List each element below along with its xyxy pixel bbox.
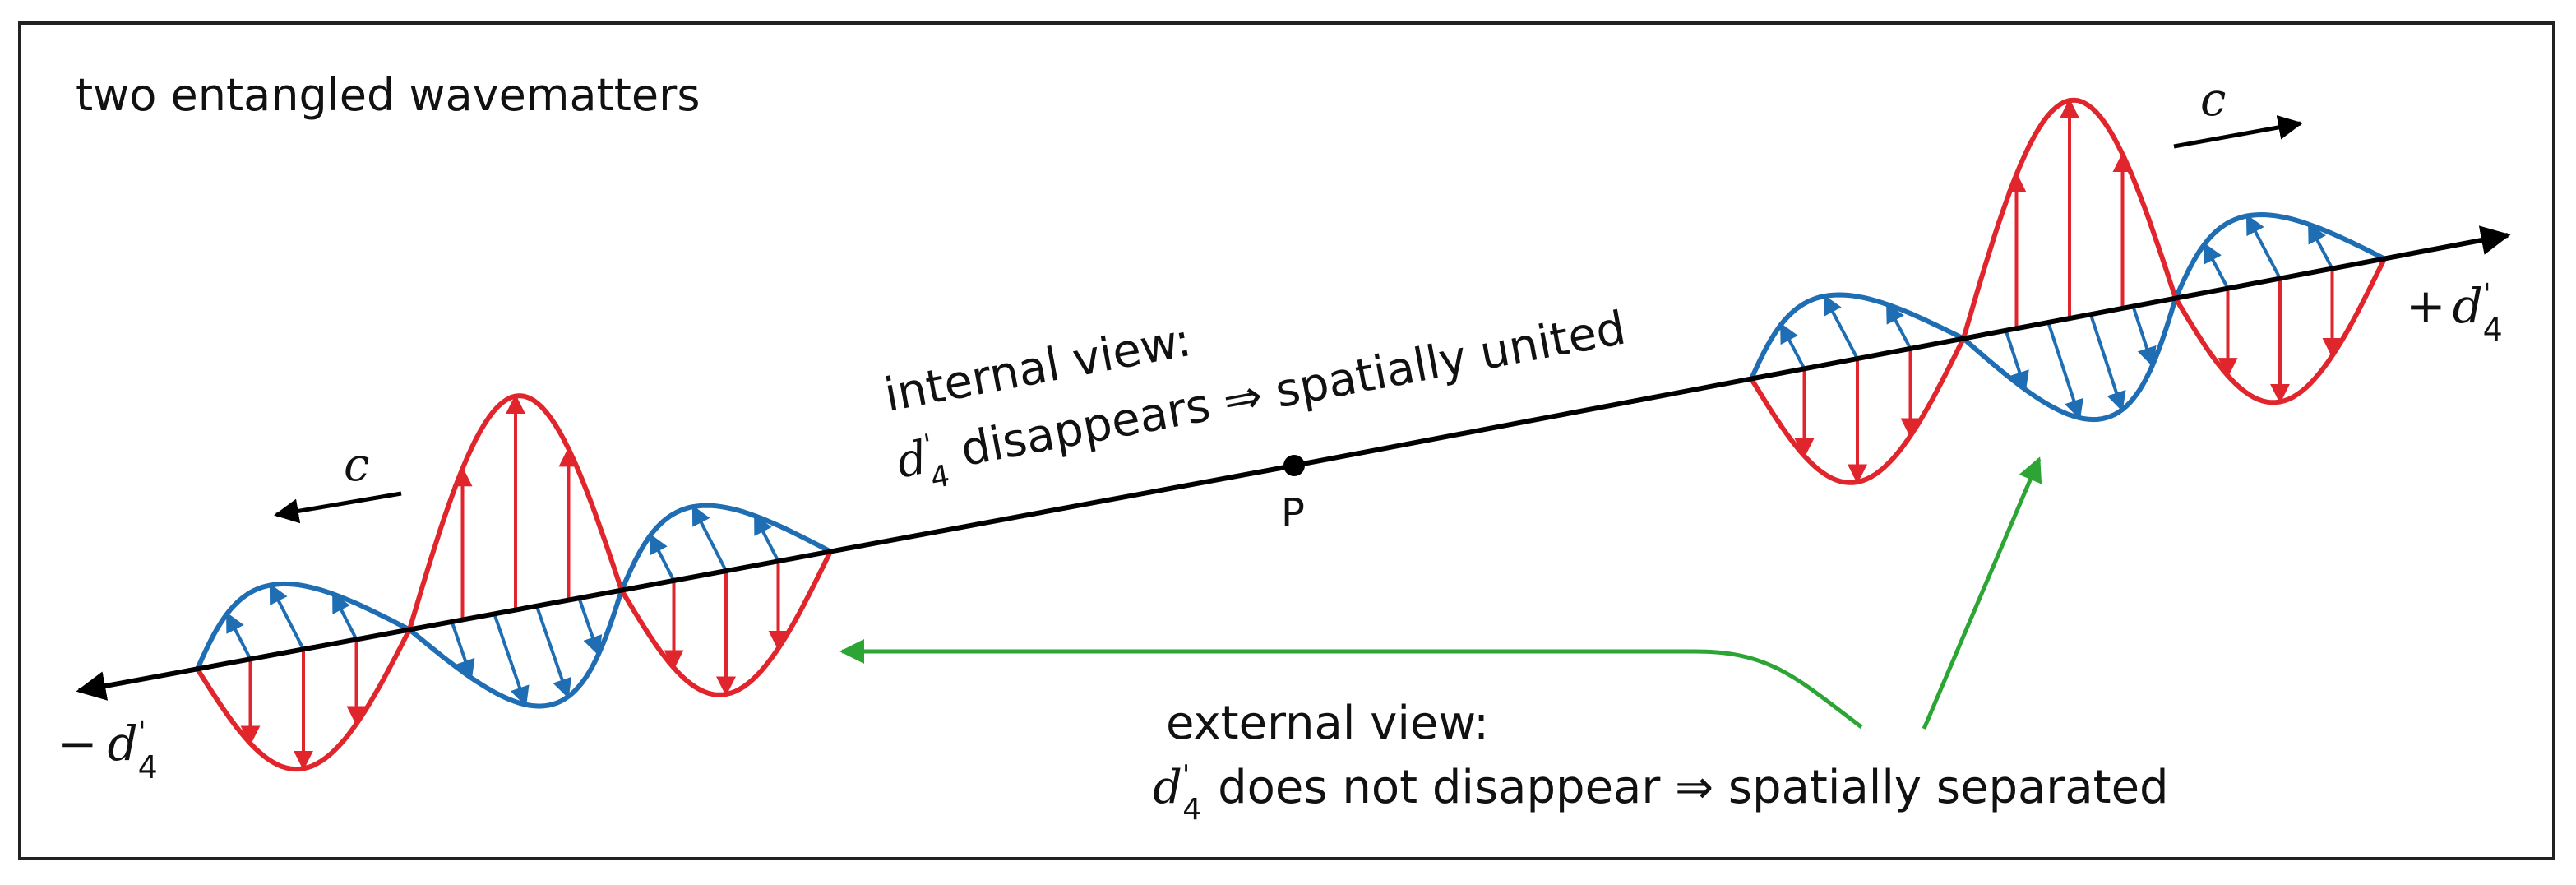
magnetic-field-arrow: [2245, 214, 2282, 280]
d4-axis-positive: [1293, 225, 2511, 468]
magnetic-field-arrow: [2131, 305, 2157, 368]
magnetic-field-arrow: [534, 605, 572, 699]
magnetic-field-arrow: [2203, 242, 2230, 290]
figure-caption: two entangled wavematters: [76, 69, 700, 121]
magnetic-field-arrow: [225, 612, 252, 660]
magnetic-field-arrow: [1823, 294, 1859, 360]
magnetic-field-arrow: [2088, 313, 2126, 412]
external-view-title: external view:: [1166, 697, 1489, 750]
magnetic-field-arrow: [577, 597, 603, 656]
d4-axis-negative: [76, 463, 1295, 701]
magnetic-field-arrow: [691, 504, 728, 572]
magnetic-field-arrow: [493, 613, 530, 707]
magnetic-field-arrow: [2004, 330, 2029, 392]
point-p: [1283, 455, 1305, 476]
magnetic-field-arrow: [269, 583, 305, 651]
pointer-to-right-wave: [1922, 456, 2042, 730]
left-wavematter: [195, 393, 833, 772]
pointer-to-left-wave: [839, 639, 1863, 729]
axis-label-positive: +d'4: [2406, 278, 2503, 348]
point-p-label: P: [1281, 490, 1305, 536]
right-wavematter: [1749, 97, 2387, 485]
velocity-label-left: c: [344, 438, 369, 492]
magnetic-field-arrow: [2046, 322, 2083, 420]
magnetic-field-arrow: [1885, 302, 1912, 350]
magnetic-field-arrow: [1779, 322, 1806, 370]
velocity-arrow-left: [274, 491, 402, 524]
magnetic-field-arrow: [649, 533, 676, 582]
magnetic-field-arrow: [450, 621, 475, 680]
magnetic-field-arrow: [2307, 222, 2334, 270]
velocity-arrow-right: [2173, 115, 2303, 149]
magnetic-field-arrow: [331, 592, 358, 641]
magnetic-field-arrow: [753, 514, 780, 563]
axis-label-negative: −d'4: [58, 716, 158, 785]
velocity-label-right: c: [2200, 73, 2226, 127]
